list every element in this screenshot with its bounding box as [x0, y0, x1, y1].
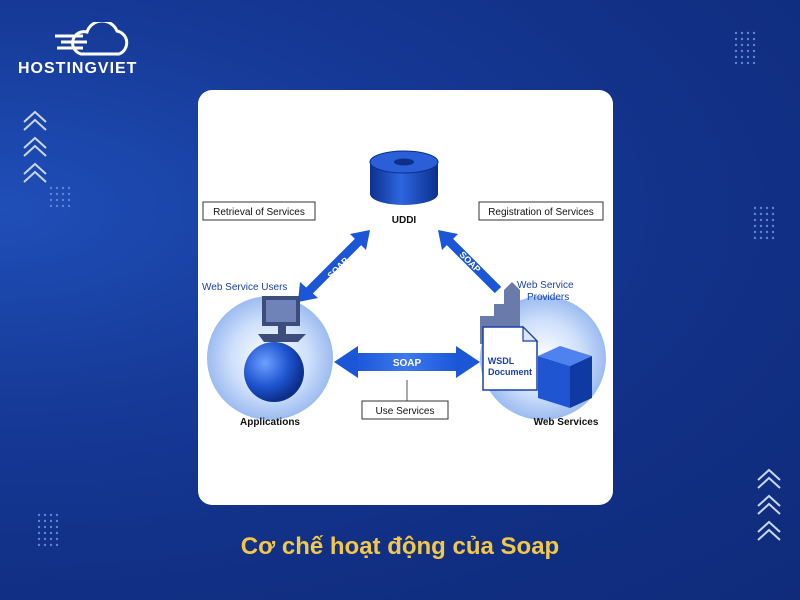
dot-grid-decoration: [753, 206, 775, 240]
cube-icon: [538, 346, 592, 408]
dot-grid-decoration: [49, 186, 71, 208]
caption-title: Cơ chế hoạt động của Soap: [240, 533, 560, 560]
use-services-box: [361, 400, 449, 420]
applications-label: Applications: [240, 417, 300, 428]
soap-right-label: SOAP: [457, 249, 482, 274]
soap-arrow-left: SOAP: [298, 230, 370, 302]
chevron-up-icon: [757, 468, 781, 541]
soap-arrow-middle: SOAP: [334, 346, 480, 378]
uddi-database-icon: [369, 150, 439, 205]
web-services-label: Web Services: [534, 417, 599, 428]
soap-arrow-right: SOAP: [438, 230, 502, 294]
use-services-label: Use Services: [376, 406, 435, 417]
providers-label-line1: Web Service: [517, 280, 574, 291]
registration-label: Registration of Services: [488, 207, 594, 218]
soap-diagram-card: UDDI Retrieval of Services Registration …: [198, 90, 613, 505]
providers-label-line2: Providers: [527, 292, 569, 303]
retrieval-box: [202, 201, 316, 221]
chevron-up-icon: [23, 110, 47, 183]
soap-middle-label: SOAP: [393, 358, 422, 369]
cloud-icon: [55, 22, 129, 56]
brand-logo: HOSTINGVIET: [18, 22, 158, 82]
brand-name: HOSTINGVIET: [18, 60, 138, 77]
wsdl-label-line2: Document: [488, 367, 532, 377]
wsdl-label-line1: WSDL: [488, 356, 515, 366]
dot-grid-decoration: [37, 513, 59, 547]
dot-grid-decoration: [734, 31, 756, 65]
computer-icon: [258, 296, 306, 342]
retrieval-label: Retrieval of Services: [213, 207, 305, 218]
users-label: Web Service Users: [202, 282, 287, 293]
registration-box: [478, 201, 604, 221]
applications-globe-icon: [244, 342, 304, 402]
wsdl-document-icon: [482, 325, 539, 391]
soap-diagram: UDDI Retrieval of Services Registration …: [202, 150, 606, 428]
uddi-label: UDDI: [392, 215, 417, 226]
